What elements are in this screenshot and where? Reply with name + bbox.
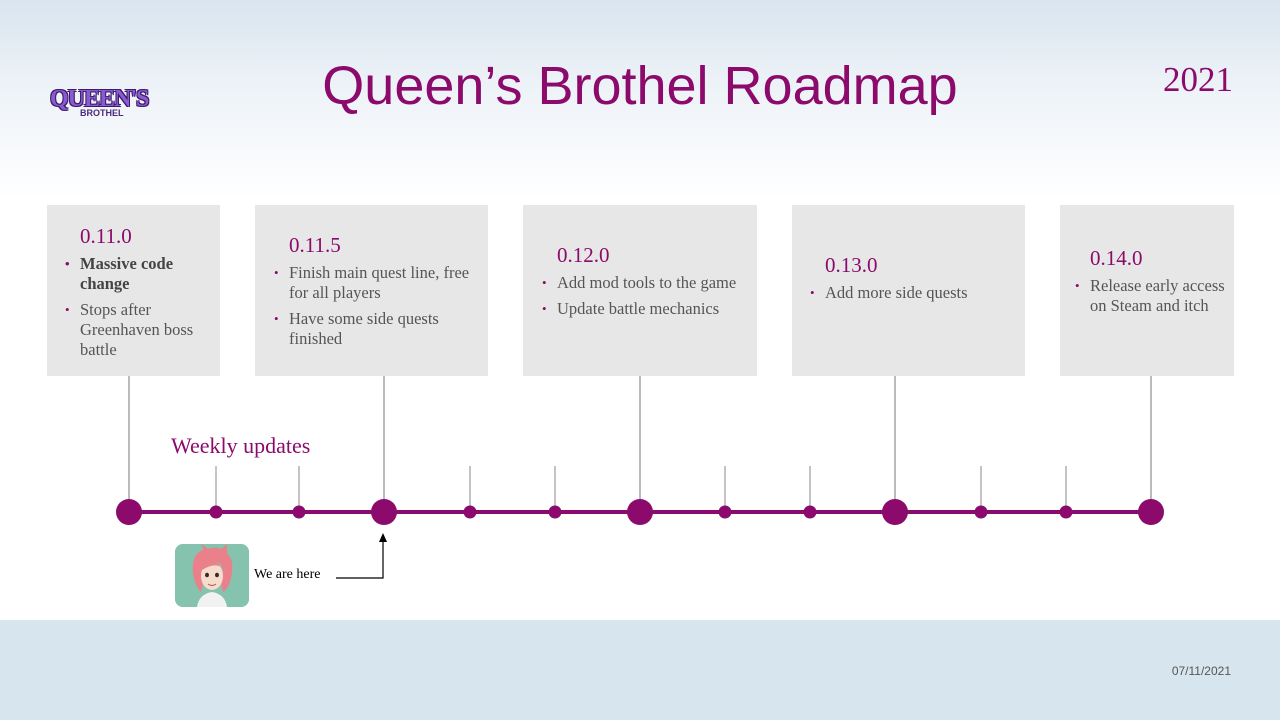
weekly-dot — [1059, 505, 1073, 519]
weekly-dot — [209, 505, 223, 519]
milestone-card-0-14-0: 0.14.0 Release early access on Steam and… — [1060, 205, 1234, 376]
weekly-dot — [803, 505, 817, 519]
milestone-bullet: Stops after Greenhaven boss battle — [65, 300, 215, 360]
logo-sub-text: BROTHEL — [80, 108, 124, 118]
milestone-dot — [627, 499, 653, 525]
milestone-bullet: Finish main quest line, free for all pla… — [274, 263, 479, 303]
avatar-illustration — [175, 544, 249, 607]
milestone-card-0-13-0: 0.13.0 Add more side quests — [792, 205, 1025, 376]
logo-icon: QUEEN'S BROTHEL — [50, 86, 149, 120]
milestone-bullet: Release early access on Steam and itch — [1075, 276, 1230, 316]
weekly-dot — [548, 505, 562, 519]
milestone-dot — [882, 499, 908, 525]
we-are-here-label: We are here — [254, 567, 321, 582]
milestone-dot — [371, 499, 397, 525]
weekly-dot — [292, 505, 306, 519]
milestone-card-0-11-5: 0.11.5 Finish main quest line, free for … — [255, 205, 488, 376]
milestone-bullets: Massive code change Stops after Greenhav… — [65, 254, 215, 366]
weekly-updates-label: Weekly updates — [171, 433, 311, 458]
footer-date: 07/11/2021 — [1171, 664, 1231, 678]
weekly-dot — [463, 505, 477, 519]
year-label: 2021 — [1163, 60, 1233, 99]
arrow-up-icon — [336, 540, 384, 579]
weekly-dot — [718, 505, 732, 519]
milestone-bullet: Add mod tools to the game — [542, 273, 747, 293]
milestone-version: 0.13.0 — [825, 253, 878, 277]
milestone-version: 0.14.0 — [1090, 246, 1143, 270]
milestone-version: 0.12.0 — [557, 243, 610, 267]
milestone-version: 0.11.5 — [289, 233, 341, 257]
milestone-bullets: Release early access on Steam and itch — [1075, 276, 1230, 322]
milestone-card-0-11-0: 0.11.0 Massive code change Stops after G… — [47, 205, 220, 376]
milestone-card-0-12-0: 0.12.0 Add mod tools to the game Update … — [523, 205, 757, 376]
milestone-bullets: Add more side quests — [810, 283, 1015, 309]
milestone-bullet: Update battle mechanics — [542, 299, 747, 319]
milestone-bullet: Massive code change — [65, 254, 215, 294]
milestone-bullets: Add mod tools to the game Update battle … — [542, 273, 747, 325]
milestone-bullet: Add more side quests — [810, 283, 1015, 303]
milestone-dot — [116, 499, 142, 525]
header-background — [0, 0, 1280, 200]
milestone-bullet: Have some side quests finished — [274, 309, 479, 349]
milestone-version: 0.11.0 — [80, 224, 132, 248]
page-title: Queen’s Brothel Roadmap — [322, 56, 958, 116]
arrow-head — [379, 533, 387, 542]
footer: 07/11/2021 — [0, 620, 1280, 720]
logo-main-text: QUEEN'S — [50, 86, 149, 112]
milestone-bullets: Finish main quest line, free for all pla… — [274, 263, 479, 355]
weekly-dot — [974, 505, 988, 519]
avatar-icon — [175, 544, 249, 607]
milestone-dot — [1138, 499, 1164, 525]
